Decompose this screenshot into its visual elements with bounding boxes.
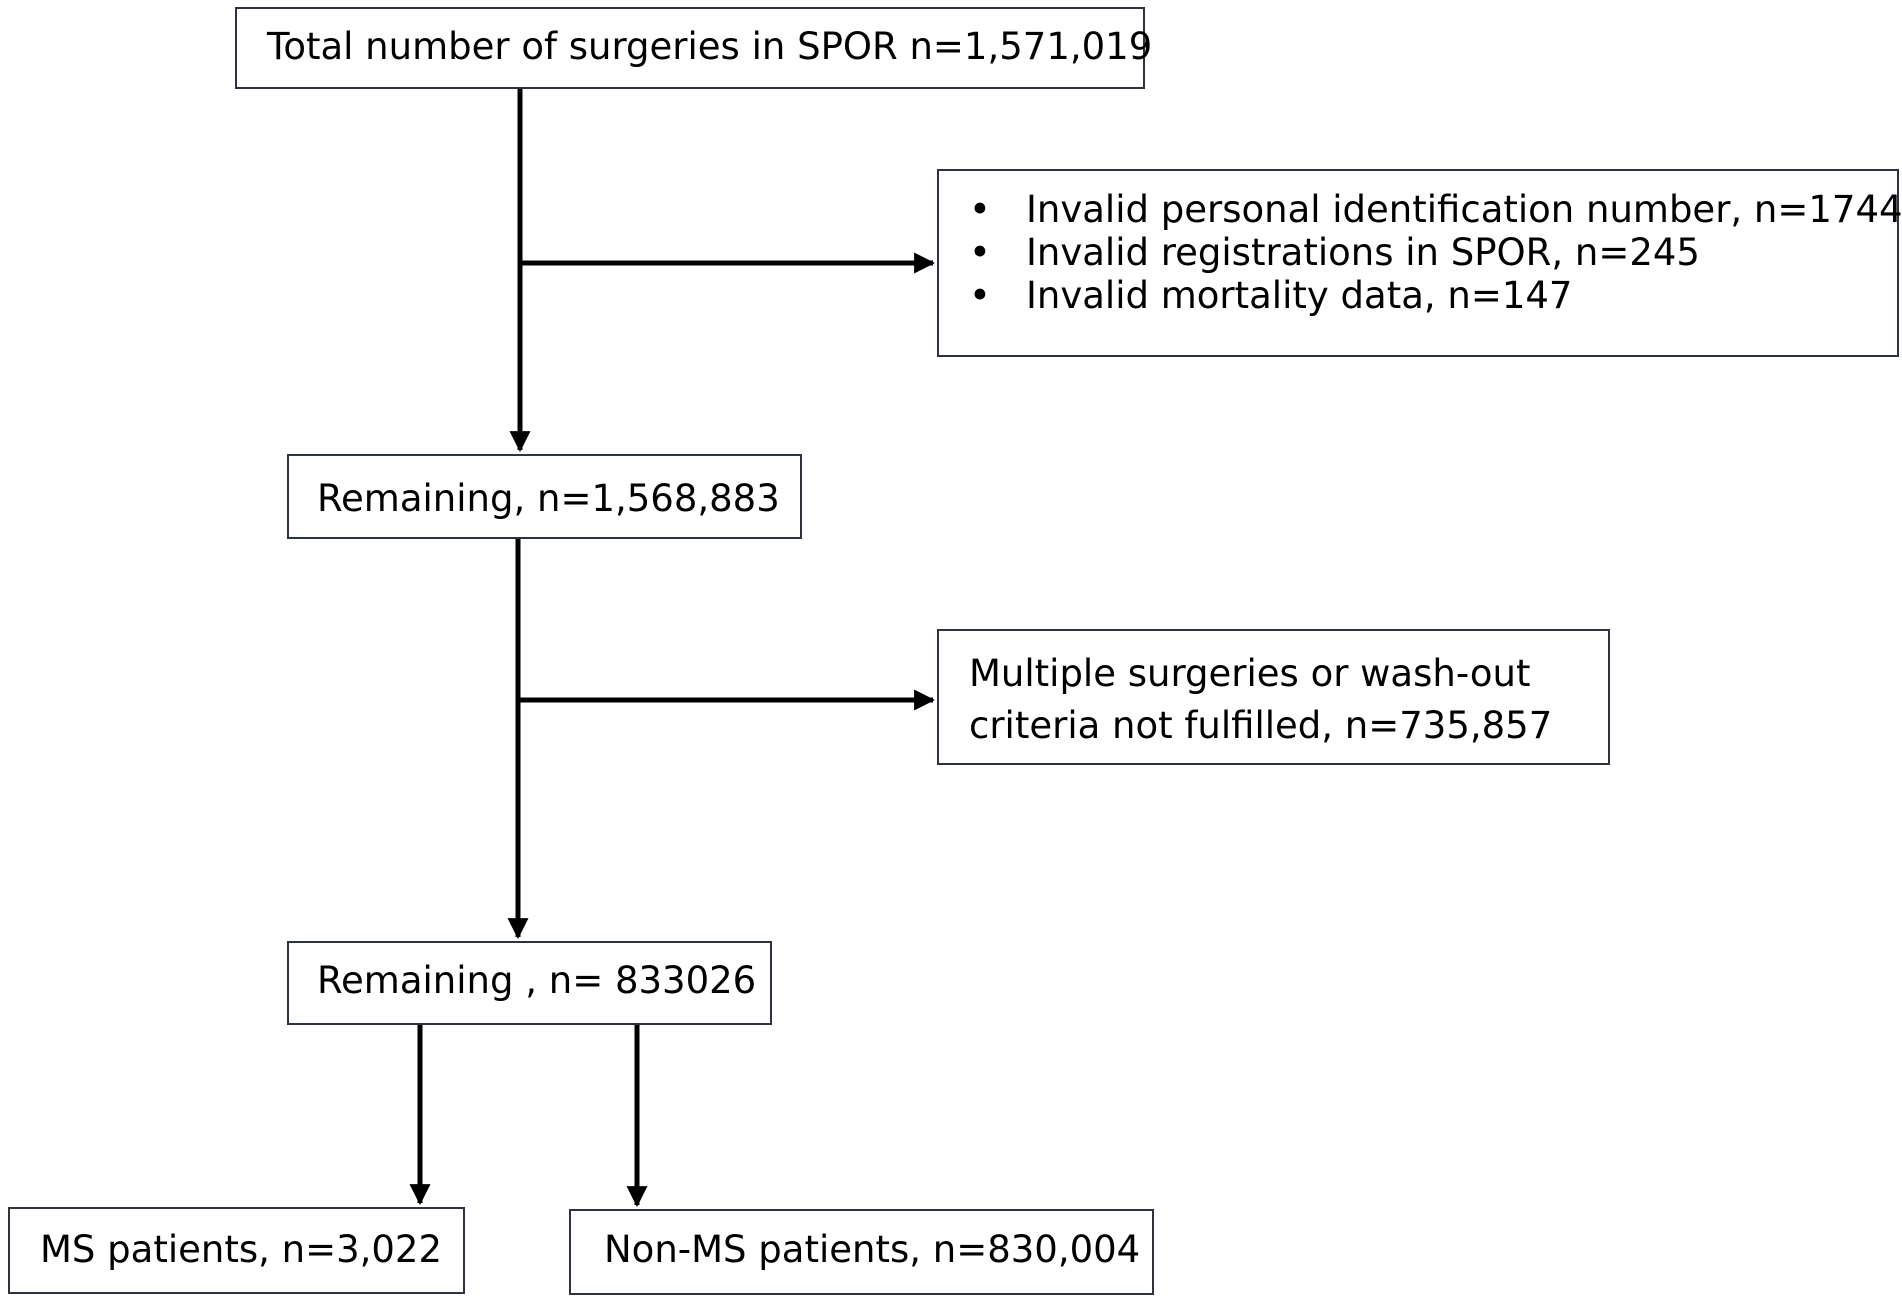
exclusion-item-label: Invalid personal identification number, … <box>1026 188 1902 231</box>
exclusion-list: • Invalid personal identification number… <box>969 188 1902 317</box>
non-ms-patients-label: Non-MS patients, n=830,004 <box>604 1228 1141 1271</box>
non-ms-patients-box: Non-MS patients, n=830,004 <box>569 1209 1154 1295</box>
remaining-box-2: Remaining , n= 833026 <box>287 941 772 1025</box>
bullet-icon: • <box>969 188 991 231</box>
bullet-icon: • <box>969 274 991 317</box>
exclusion-box-washout: Multiple surgeries or wash-out criteria … <box>937 629 1610 765</box>
total-surgeries-box: Total number of surgeries in SPOR n=1,57… <box>235 7 1152 89</box>
exclusion-item: • Invalid personal identification number… <box>969 188 1902 231</box>
bullet-icon: • <box>969 231 991 274</box>
ms-patients-label: MS patients, n=3,022 <box>40 1228 443 1271</box>
exclusion-item-label: Invalid mortality data, n=147 <box>1026 274 1573 317</box>
exclusion-item: • Invalid mortality data, n=147 <box>969 274 1902 317</box>
remaining-box-1: Remaining, n=1,568,883 <box>287 454 802 539</box>
exclusion-item-label: Invalid registrations in SPOR, n=245 <box>1026 231 1700 274</box>
remaining-label-1: Remaining, n=1,568,883 <box>317 477 780 520</box>
ms-patients-box: MS patients, n=3,022 <box>8 1207 465 1294</box>
total-surgeries-label: Total number of surgeries in SPOR n=1,57… <box>267 25 1153 68</box>
exclusion-washout-label: Multiple surgeries or wash-out criteria … <box>969 652 1553 747</box>
remaining-label-2: Remaining , n= 833026 <box>317 959 757 1002</box>
exclusion-item: • Invalid registrations in SPOR, n=245 <box>969 231 1902 274</box>
exclusion-box-invalid-data: • Invalid personal identification number… <box>937 169 1902 357</box>
